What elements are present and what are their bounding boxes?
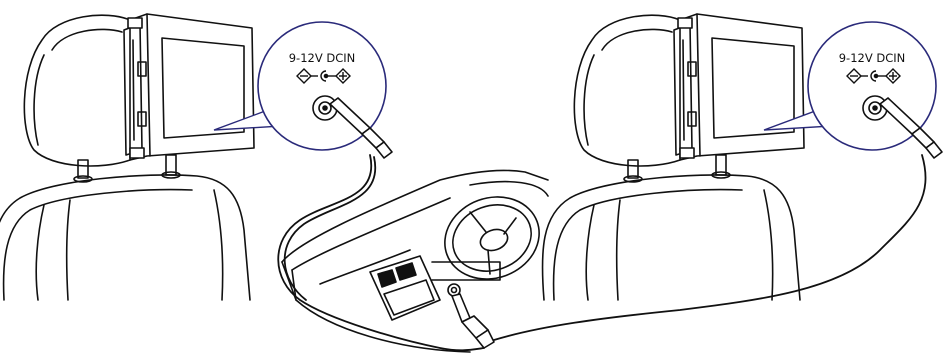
car-adapter-plug [451,293,495,349]
left-seat-monitor [0,13,255,301]
power-cables [277,154,927,352]
right-dcin-label: 9-12V DCIN [839,51,906,65]
car-dashboard [281,169,549,353]
left-power-callout: 9-12V DCIN [213,21,393,159]
right-seat-monitor [541,13,805,301]
left-dcin-label: 9-12V DCIN [289,51,356,65]
right-power-callout: 9-12V DCIN [763,21,943,159]
